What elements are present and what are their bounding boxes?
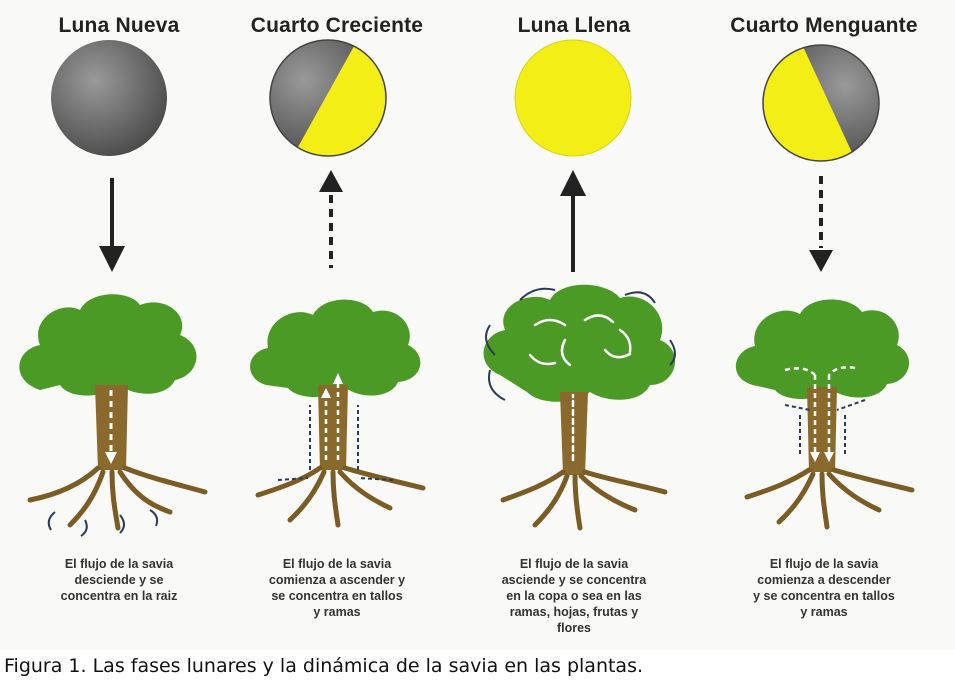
dashed-arrow-up-icon — [319, 170, 343, 268]
lunar-phases-diagram: Luna Nueva El flujo de la savia desciend… — [0, 0, 943, 650]
full-moon-icon — [514, 39, 632, 157]
phase-waxing-quarter-illustration — [250, 39, 426, 528]
arrow-up-icon — [560, 170, 586, 272]
tree-icon — [483, 284, 676, 531]
waning-moon-icon — [763, 45, 879, 161]
phase-new-moon-illustration — [19, 40, 208, 537]
phase-full-moon: Luna Llena El flujo de la savia asciende… — [455, 0, 693, 650]
phase-title: Luna Nueva — [58, 14, 180, 37]
new-moon-icon — [51, 40, 167, 156]
arrow-down-icon — [99, 178, 125, 272]
phase-description: El flujo de la savia comienza a descende… — [753, 557, 895, 619]
phase-title: Luna Llena — [517, 14, 631, 37]
phase-title: Cuarto Menguante — [730, 14, 918, 37]
tree-icon — [250, 299, 426, 528]
phase-waning-quarter: Cuarto Menguante El flujo de la savia co… — [705, 0, 943, 650]
phase-title: Cuarto Creciente — [250, 14, 424, 37]
waxing-moon-icon — [270, 40, 386, 156]
tree-icon — [735, 299, 915, 530]
phase-waxing-quarter: Cuarto Creciente El flujo de la savia co… — [218, 0, 456, 650]
phase-description: El flujo de la savia asciende y se conce… — [501, 557, 647, 635]
phase-description: El flujo de la savia comienza a ascender… — [268, 557, 406, 619]
figure-caption: Figura 1. Las fases lunares y la dinámic… — [4, 655, 644, 677]
phase-waning-quarter-illustration — [735, 44, 915, 530]
phase-new-moon: Luna Nueva El flujo de la savia desciend… — [0, 0, 238, 650]
tree-icon — [19, 294, 208, 537]
phase-description: El flujo de la savia desciende y se conc… — [60, 557, 178, 603]
phase-full-moon-illustration — [483, 39, 676, 531]
dashed-arrow-down-icon — [809, 176, 833, 272]
